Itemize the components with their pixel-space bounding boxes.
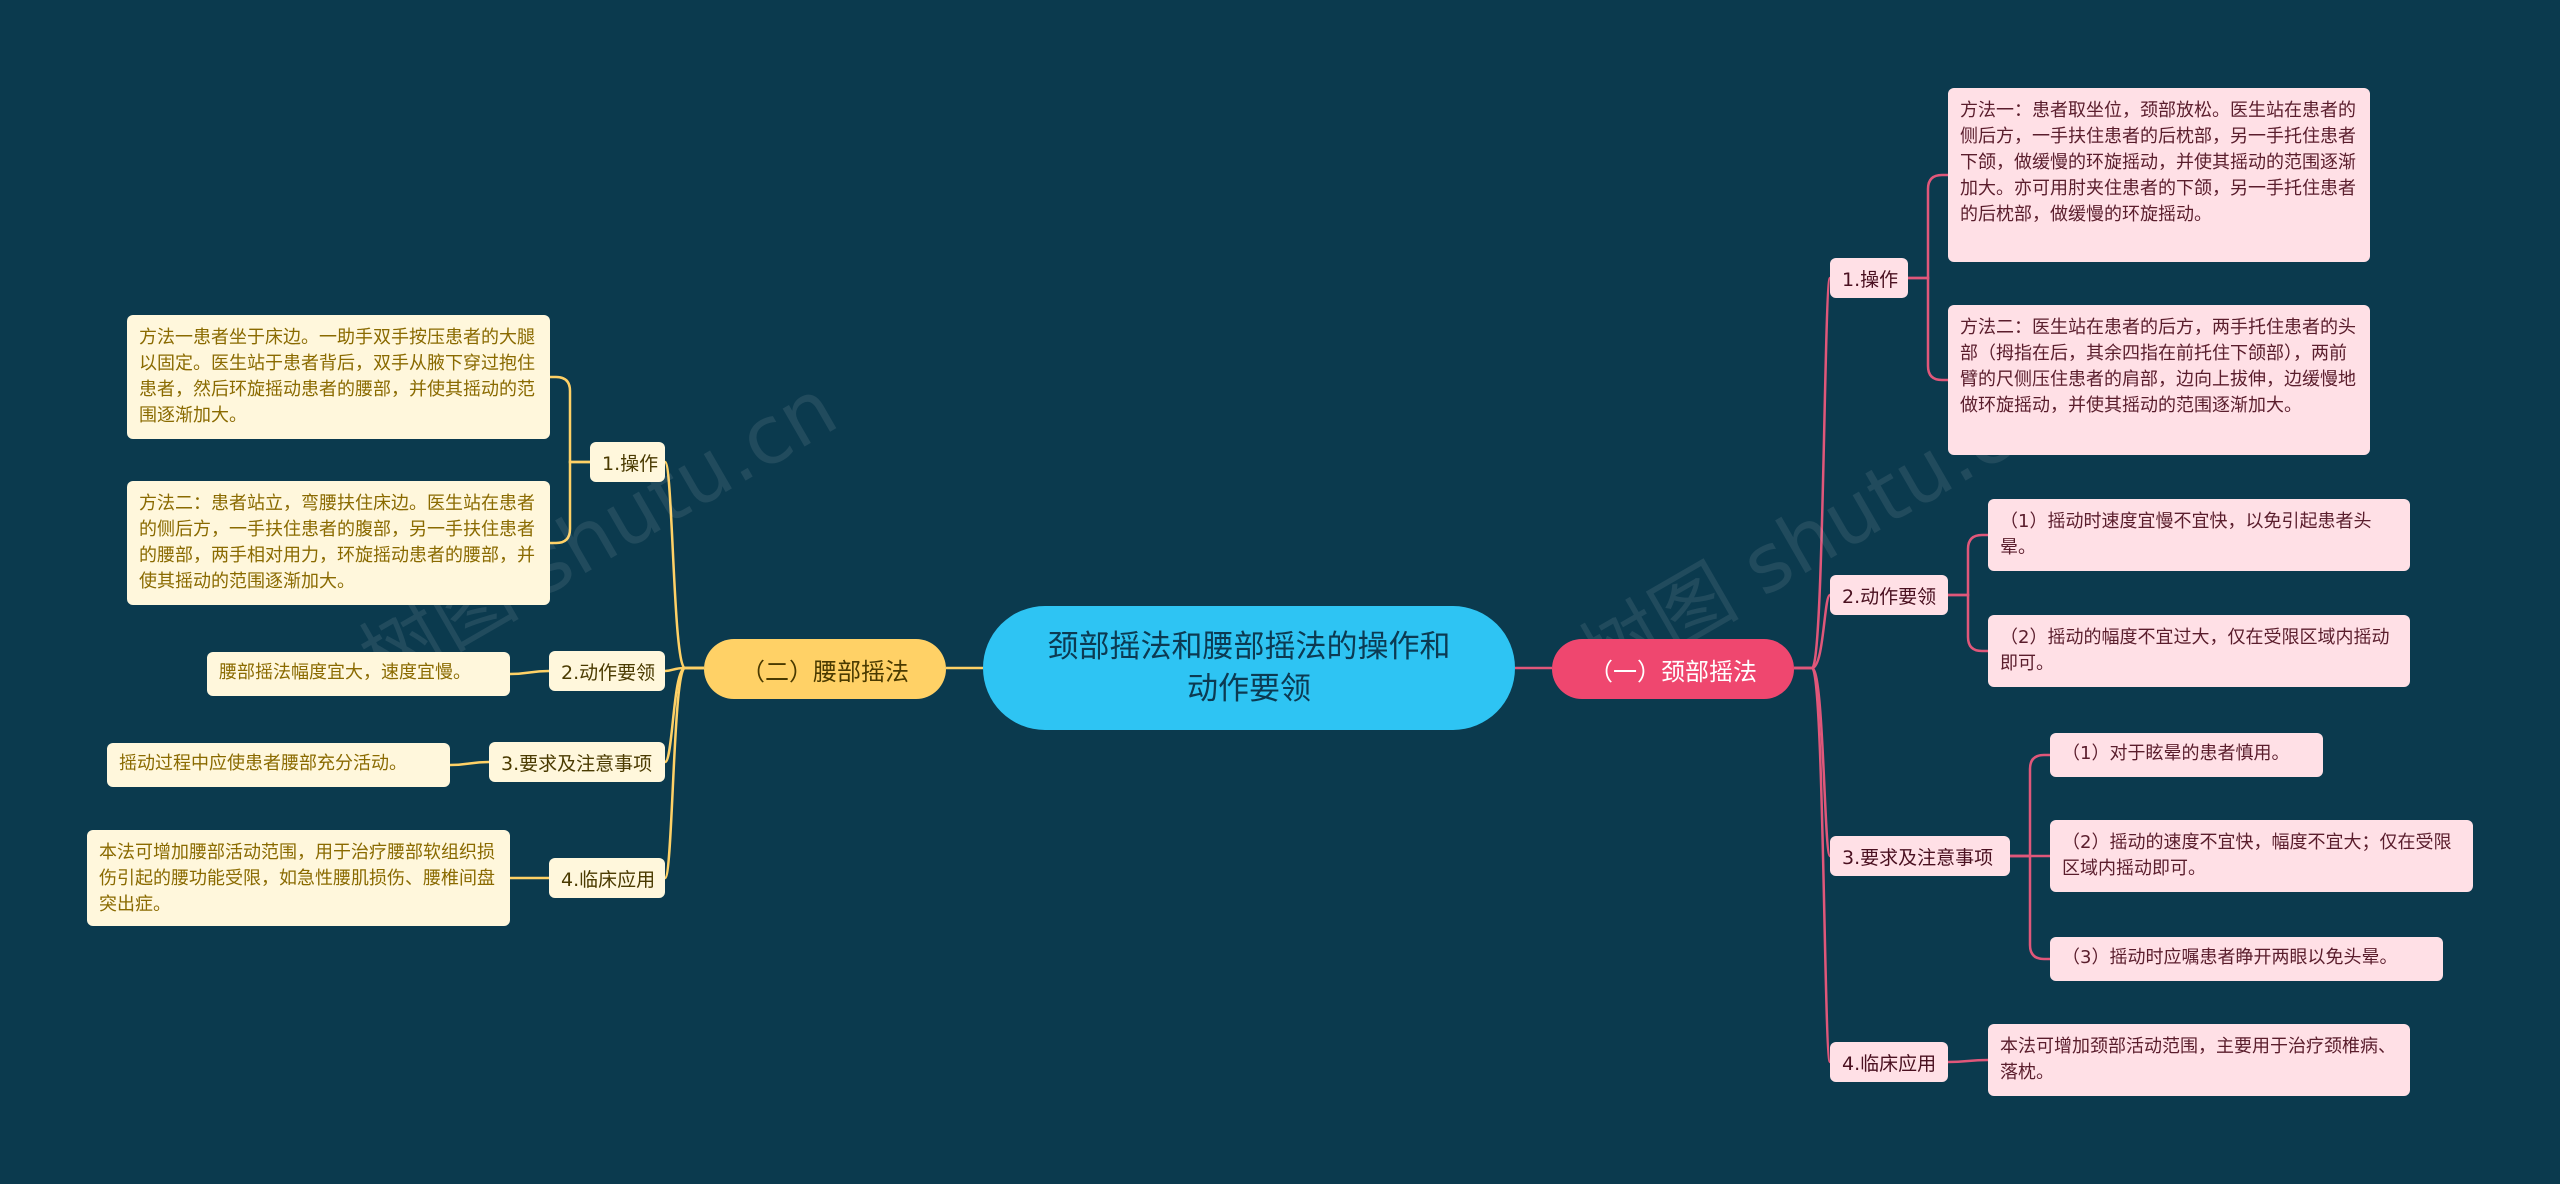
link-left-leaf-m1: [550, 375, 590, 464]
left-leaf-clinical[interactable]: 本法可增加腰部活动范围，用于治疗腰部软组织损伤引起的腰功能受限，如急性腰肌损伤、…: [87, 830, 510, 926]
right-leaf-req-1[interactable]: （1）对于眩晕的患者慎用。: [2050, 733, 2323, 777]
left-sub-operation[interactable]: 1.操作: [590, 442, 665, 482]
link-left-leaf-kp: [509, 669, 550, 676]
branch-cervical[interactable]: （一）颈部摇法: [1552, 639, 1794, 699]
link-left-leaf-m2: [550, 460, 590, 545]
left-leaf-method-1[interactable]: 方法一患者坐于床边。一助手双手按压患者的大腿以固定。医生站于患者背后，双手从腋下…: [127, 315, 550, 439]
link-left-sub-cl: [663, 666, 687, 880]
link-left-leaf-req: [449, 760, 490, 767]
right-leaf-method-2[interactable]: 方法二：医生站在患者的后方，两手托住患者的头部（拇指在后，其余四指在前托住下颌部…: [1948, 305, 2370, 455]
left-sub-requirements[interactable]: 3.要求及注意事项: [489, 742, 665, 782]
left-leaf-requirements[interactable]: 摇动过程中应使患者腰部充分活动。: [107, 743, 450, 787]
right-leaf-key-1[interactable]: （1）摇动时速度宜慢不宜快，以免引起患者头晕。: [1988, 499, 2410, 571]
link-right-leaf-k1: [1948, 533, 1988, 597]
left-sub-key-points[interactable]: 2.动作要领: [549, 651, 665, 691]
left-leaf-key-points[interactable]: 腰部摇法幅度宜大，速度宜慢。: [207, 652, 510, 696]
link-right-sub-req: [1794, 666, 1832, 858]
link-right-leaf-cl: [1947, 1058, 1989, 1064]
link-right-leaf-r1: [2010, 753, 2050, 858]
right-sub-key-points[interactable]: 2.动作要领: [1830, 575, 1948, 615]
link-right-sub-op: [1794, 276, 1832, 670]
right-sub-operation[interactable]: 1.操作: [1830, 258, 1908, 298]
link-left-sub-op: [663, 460, 687, 670]
right-leaf-req-2[interactable]: （2）摇动的速度不宜快，幅度不宜大；仅在受限区域内摇动即可。: [2050, 820, 2473, 892]
right-leaf-method-1[interactable]: 方法一：患者取坐位，颈部放松。医生站在患者的侧后方，一手扶住患者的后枕部，另一手…: [1948, 88, 2370, 262]
link-right-leaf-m1: [1908, 173, 1948, 280]
link-right-leaf-r3: [2010, 854, 2050, 961]
left-leaf-method-2[interactable]: 方法二：患者站立，弯腰扶住床边。医生站在患者的侧后方，一手扶住患者的腹部，另一手…: [127, 481, 550, 605]
branch-lumbar[interactable]: （二）腰部摇法: [704, 639, 946, 699]
link-right-sub-cl: [1794, 666, 1832, 1064]
link-right-leaf-k2: [1948, 593, 1988, 653]
right-leaf-req-3[interactable]: （3）摇动时应嘱患者睁开两眼以免头晕。: [2050, 937, 2443, 981]
right-leaf-key-2[interactable]: （2）摇动的幅度不宜过大，仅在受限区域内摇动即可。: [1988, 615, 2410, 687]
left-sub-clinical[interactable]: 4.临床应用: [549, 858, 665, 898]
root-topic[interactable]: 颈部摇法和腰部摇法的操作和动作要领: [983, 606, 1515, 730]
right-sub-clinical[interactable]: 4.临床应用: [1830, 1042, 1948, 1082]
link-right-sub-kp: [1794, 593, 1832, 670]
right-sub-requirements[interactable]: 3.要求及注意事项: [1830, 836, 2010, 876]
right-leaf-clinical[interactable]: 本法可增加颈部活动范围，主要用于治疗颈椎病、落枕。: [1988, 1024, 2410, 1096]
link-right-leaf-m2: [1908, 276, 1948, 382]
